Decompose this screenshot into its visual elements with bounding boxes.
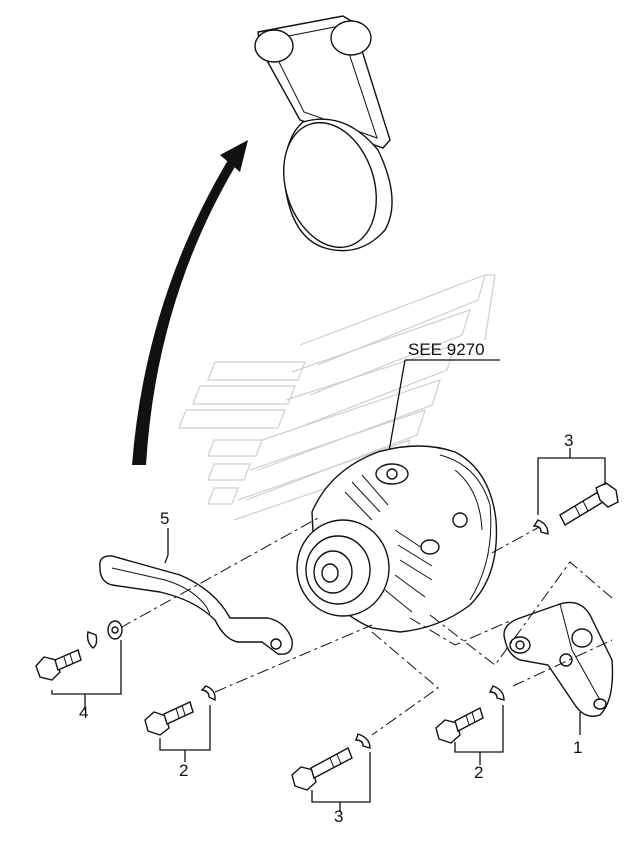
- callout-numbers: 5 4 2 3 2 3 1: [79, 431, 582, 826]
- watermark-logo: [178, 274, 496, 521]
- bolt-3a: [559, 482, 619, 526]
- small-pulley-right: [330, 20, 372, 56]
- bolt-3b: [291, 747, 353, 791]
- large-pulley: [283, 121, 377, 249]
- bolt-2a: [144, 701, 194, 736]
- bolts: [35, 482, 619, 791]
- adjusting-strap: [99, 555, 293, 655]
- bolt-2b: [435, 706, 484, 744]
- mounting-bracket: [503, 601, 614, 717]
- lock-washer-2a: [200, 685, 216, 702]
- callout-4: 4: [79, 703, 88, 722]
- reference-label: SEE 9270: [408, 340, 485, 359]
- callout-1: 1: [573, 738, 582, 757]
- lock-washer-4: [86, 631, 98, 649]
- belt-drive-assembly: [254, 15, 393, 252]
- lock-washer-2b: [488, 685, 505, 701]
- callout-2-right: 2: [474, 763, 483, 782]
- callout-leaders: [51, 448, 606, 812]
- callout-5: 5: [160, 509, 169, 528]
- arrow-head: [220, 140, 248, 172]
- assembly-lines: [119, 517, 613, 736]
- callout-2-left: 2: [179, 761, 188, 780]
- lock-washer-3a: [532, 519, 549, 535]
- callout-3-bottom: 3: [334, 807, 343, 826]
- small-pulley-left: [254, 29, 294, 63]
- mount-lug-side: [420, 539, 440, 555]
- curved-arrow: [132, 140, 248, 465]
- callout-3-top: 3: [564, 431, 573, 450]
- washers: [86, 519, 549, 749]
- alternator-fins: [344, 474, 433, 613]
- bolt-4: [35, 649, 82, 681]
- alternator: [296, 445, 498, 633]
- lock-washer-3b: [355, 733, 371, 749]
